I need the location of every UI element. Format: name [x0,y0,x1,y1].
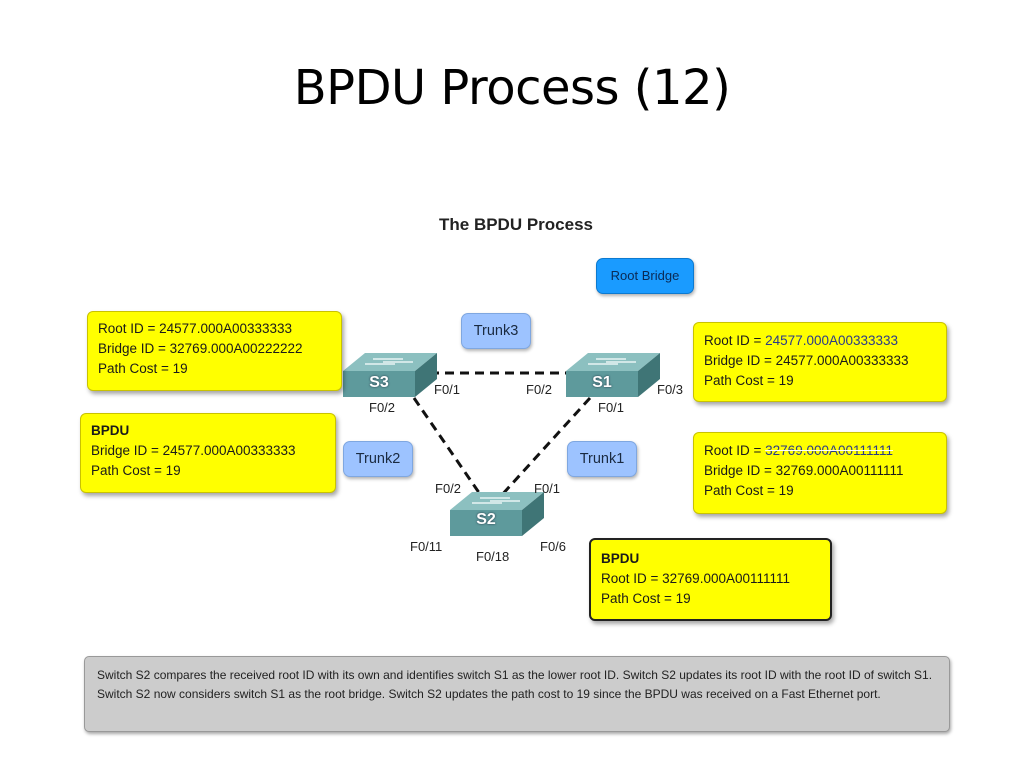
s2-port-f0-2: F0/2 [435,481,462,496]
s1-root-id-label: Root ID = [704,333,766,348]
bpdu-from-s2-box: BPDU Root ID = 32769.000A00111111 Path C… [589,538,832,621]
s2-state-box: Root ID = 32769.000A00111111 Bridge ID =… [693,432,947,514]
bpdu-heading: BPDU [601,551,640,566]
s2-port-f0-1: F0/1 [534,481,561,496]
s1-root-id-value: 24577.000A00333333 [765,333,899,348]
switch-s3-label: S3 [369,374,389,391]
s1-port-f0-3: F0/3 [657,382,684,397]
switch-s1[interactable]: S1 [566,353,660,397]
switch-icon [343,353,437,397]
s2-path-cost: Path Cost = 19 [704,483,794,498]
bpdu-bridge-id: Bridge ID = 24577.000A00333333 [91,443,296,458]
s3-state-box: Root ID = 24577.000A00333333 Bridge ID =… [87,311,342,391]
s1-bridge-id: Bridge ID = 24577.000A00333333 [704,353,909,368]
s3-port-f0-2: F0/2 [369,400,396,415]
s3-port-f0-1: F0/1 [434,382,461,397]
s2-root-id-value: 32769.000A00111111 [765,443,894,458]
switch-s2[interactable]: S2 [450,492,544,536]
bpdu-root-id: Root ID = 32769.000A00111111 [601,571,791,586]
root-bridge-tag: Root Bridge [596,258,694,294]
s2-bridge-id: Bridge ID = 32769.000A00111111 [704,463,904,478]
s1-state-box: Root ID = 24577.000A00333333 Bridge ID =… [693,322,947,402]
s1-root-id: Root ID = 24577.000A00333333 [704,331,936,351]
s2-port-f0-6: F0/6 [540,539,567,554]
s1-port-f0-2: F0/2 [526,382,553,397]
switch-icon [566,353,660,397]
slide-title: BPDU Process (12) [293,60,731,116]
s2-port-f0-11: F0/11 [410,539,443,554]
switch-icon [450,492,544,536]
trunk3-tag: Trunk3 [461,313,531,349]
description-box: Switch S2 compares the received root ID … [84,656,950,732]
s1-path-cost: Path Cost = 19 [704,373,794,388]
s3-root-id: Root ID = 24577.000A00333333 [98,321,293,336]
s1-port-f0-1: F0/1 [598,400,625,415]
figure-title: The BPDU Process [439,215,593,234]
bpdu-path-cost: Path Cost = 19 [91,463,181,478]
trunk1-link [498,396,592,499]
bpdu-heading: BPDU [91,423,130,438]
switch-s1-label: S1 [592,374,612,391]
bpdu-from-s3-box: BPDU Bridge ID = 24577.000A00333333 Path… [80,413,336,493]
trunk2-tag: Trunk2 [343,441,413,477]
s2-port-f0-18: F0/18 [476,549,510,564]
bpdu-path-cost: Path Cost = 19 [601,591,691,606]
s2-root-id: Root ID = 32769.000A00111111 [704,441,936,461]
switch-s3[interactable]: S3 [343,353,437,397]
s3-path-cost: Path Cost = 19 [98,361,188,376]
s2-root-id-label: Root ID = [704,443,766,458]
trunk1-tag: Trunk1 [567,441,637,477]
s3-bridge-id: Bridge ID = 32769.000A00222222 [98,341,303,356]
trunk2-link [412,397,484,498]
switch-s2-label: S2 [476,511,496,528]
